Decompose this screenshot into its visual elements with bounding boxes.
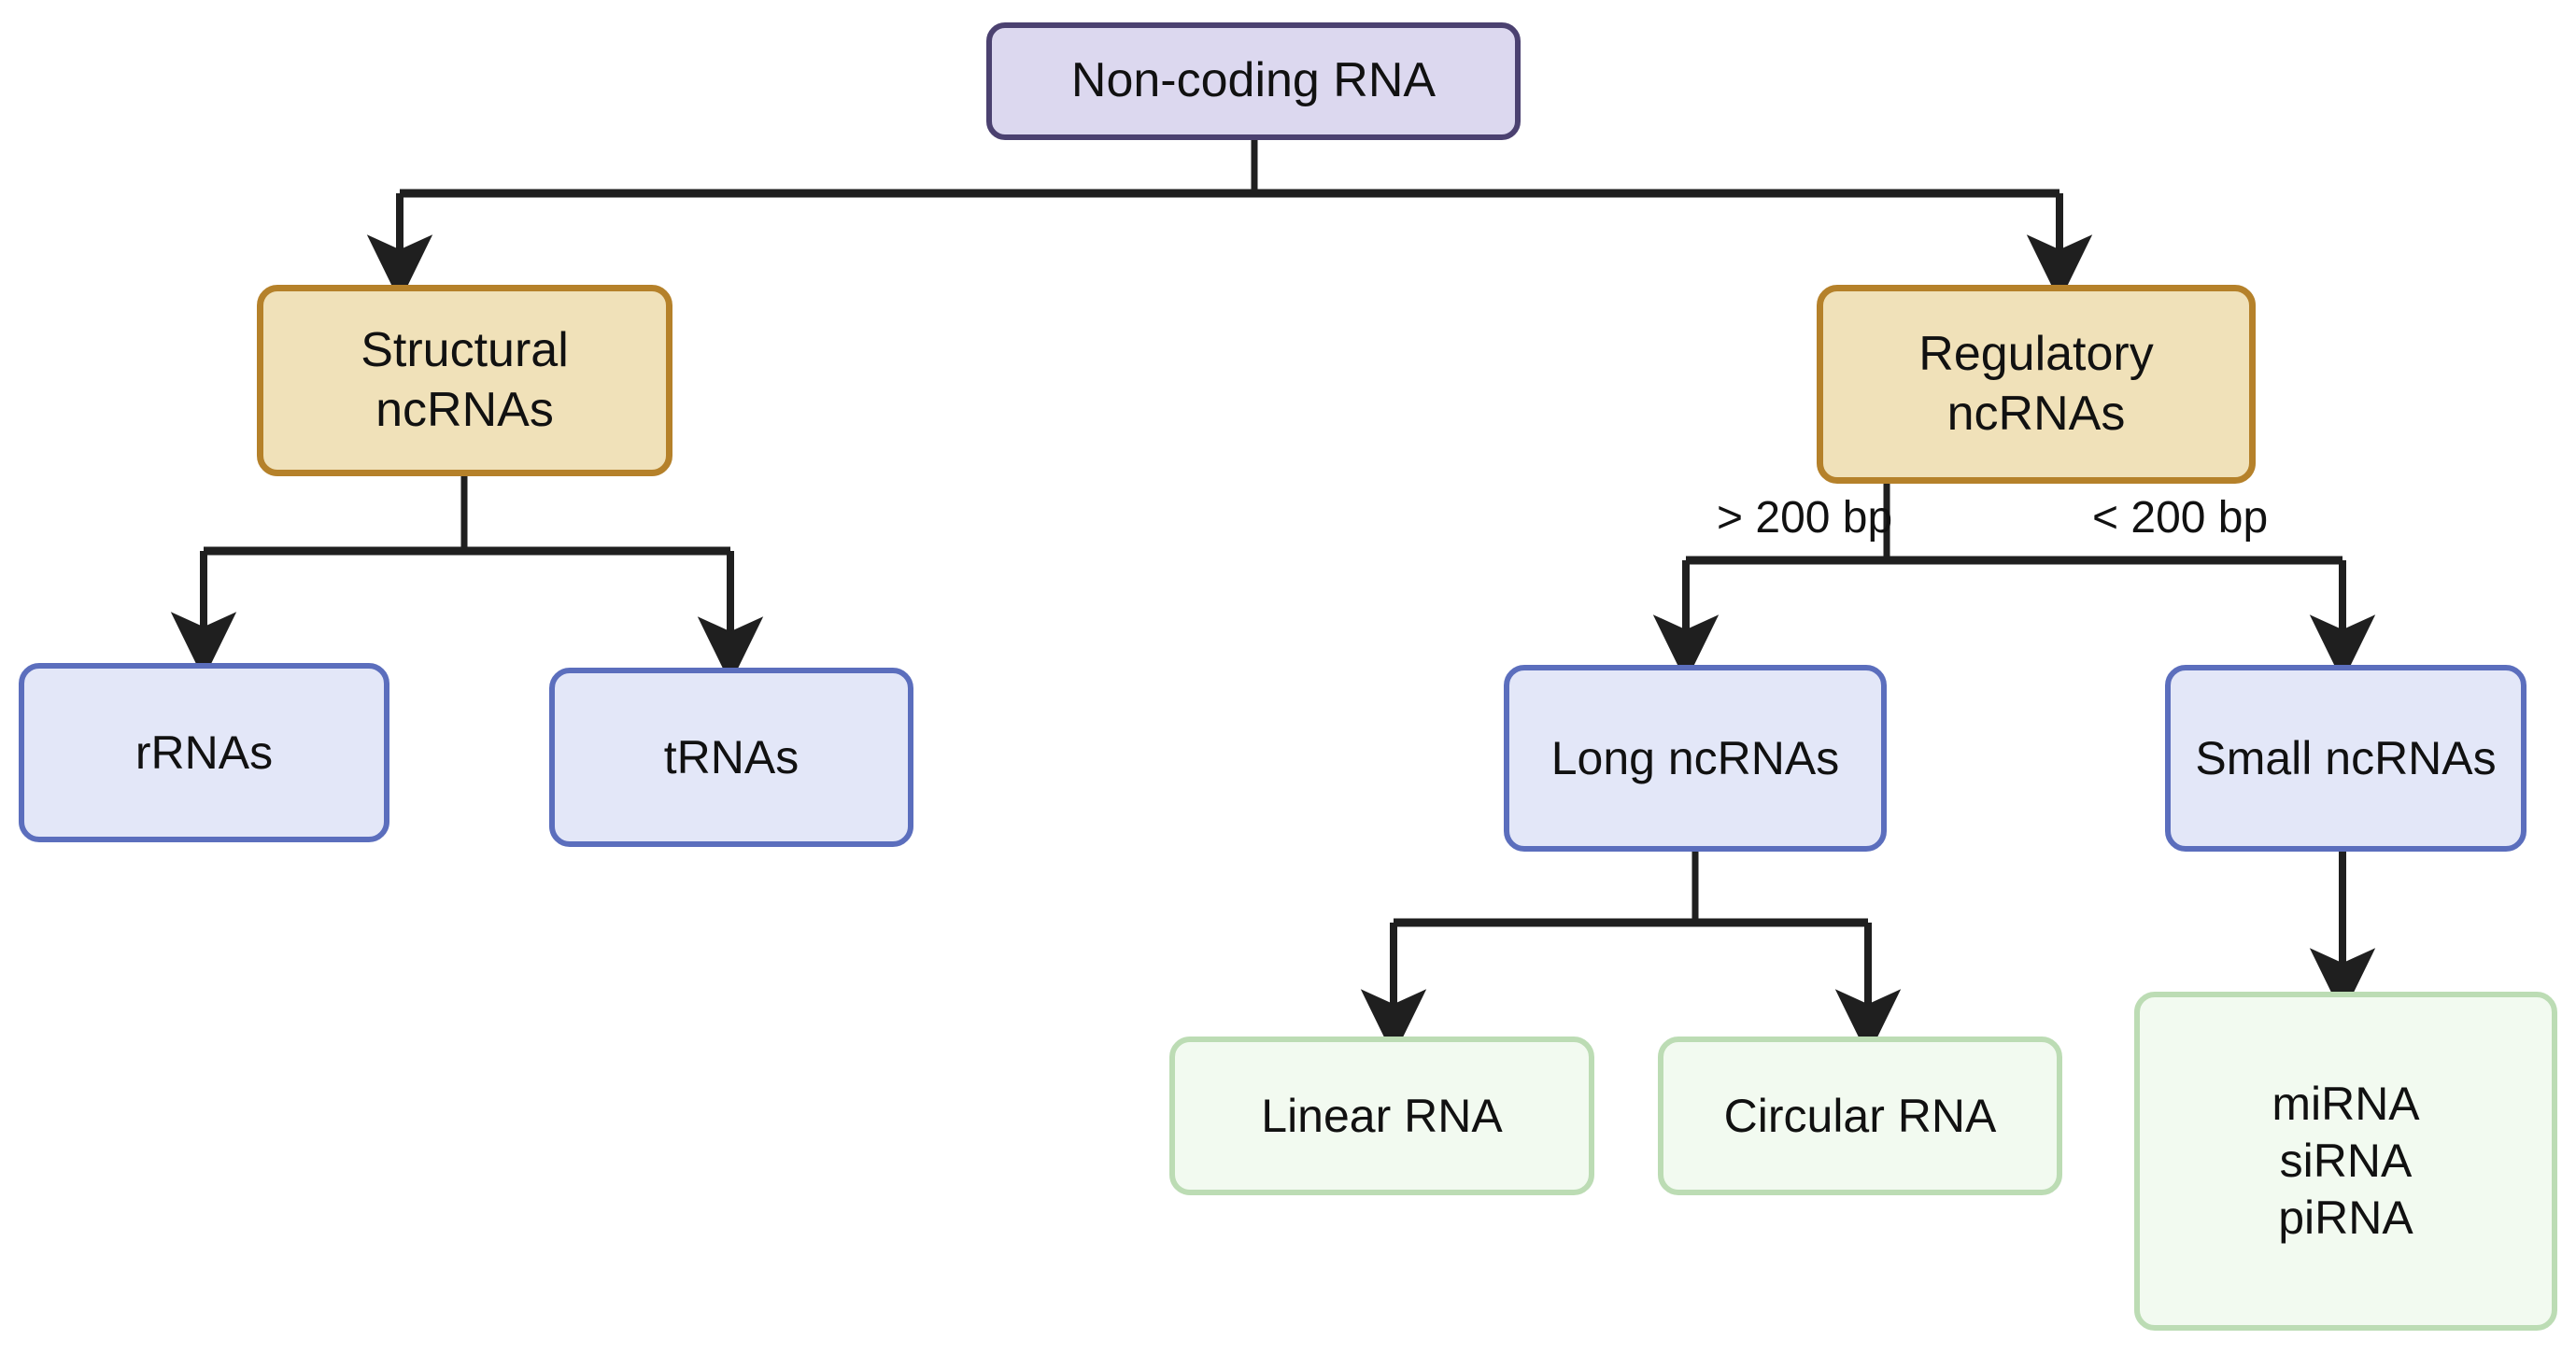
- node-linear-rna-label: Linear RNA: [1261, 1089, 1503, 1142]
- node-rrnas[interactable]: rRNAs: [19, 663, 389, 842]
- node-structural-ncrnas-label: Structural ncRNAs: [361, 323, 569, 437]
- edge-label-small-branch: < 200 bp: [2092, 493, 2269, 543]
- node-small-ncrnas[interactable]: Small ncRNAs: [2165, 665, 2526, 852]
- node-trnas-label: tRNAs: [663, 730, 800, 783]
- node-circular-rna[interactable]: Circular RNA: [1658, 1037, 2062, 1195]
- node-regulatory-ncrnas-label: Regulatory ncRNAs: [1918, 327, 2154, 441]
- node-linear-rna[interactable]: Linear RNA: [1169, 1037, 1594, 1195]
- node-long-ncrnas[interactable]: Long ncRNAs: [1504, 665, 1887, 852]
- node-small-rna-list-label: miRNA siRNA piRNA: [2272, 1078, 2420, 1244]
- node-trnas[interactable]: tRNAs: [549, 668, 913, 847]
- node-structural-ncrnas[interactable]: Structural ncRNAs: [257, 285, 672, 476]
- node-circular-rna-label: Circular RNA: [1723, 1089, 1997, 1142]
- node-rrnas-label: rRNAs: [134, 726, 274, 779]
- node-small-rna-list[interactable]: miRNA siRNA piRNA: [2134, 992, 2557, 1331]
- node-non-coding-rna[interactable]: Non-coding RNA: [986, 22, 1521, 140]
- edge-label-long-branch: > 200 bp: [1717, 493, 1893, 543]
- node-long-ncrnas-label: Long ncRNAs: [1550, 731, 1840, 784]
- node-non-coding-rna-label: Non-coding RNA: [1070, 53, 1437, 108]
- node-small-ncrnas-label: Small ncRNAs: [2195, 731, 2497, 784]
- node-regulatory-ncrnas[interactable]: Regulatory ncRNAs: [1817, 285, 2256, 484]
